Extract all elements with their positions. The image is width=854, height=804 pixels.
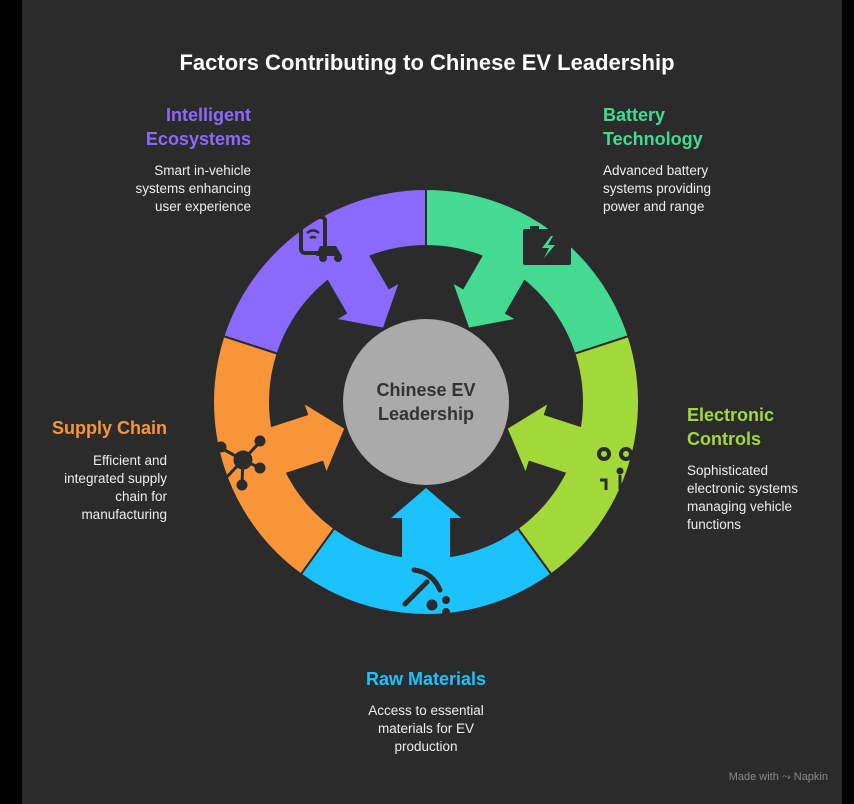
network-icon <box>215 435 266 491</box>
phone-car-icon <box>299 215 342 262</box>
pickaxe-icon <box>402 567 450 616</box>
factor-title-raw-materials: Raw Materials <box>365 669 487 689</box>
arrow-battery-technology <box>453 251 527 328</box>
napkin-watermark: Made with ⤳ Napkin <box>728 771 828 783</box>
gears-circuit-icon <box>597 447 640 490</box>
center-label: Chinese EV Leadership <box>343 378 509 426</box>
arrow-intelligent-ecosystems <box>325 251 399 328</box>
factor-title-supply-chain: Supply Chain <box>51 418 167 438</box>
center-label-line1: Chinese EV <box>376 380 476 400</box>
arrow-electronic-controls <box>507 404 586 475</box>
center-label-line2: Leadership <box>377 404 475 424</box>
arrow-supply-chain <box>266 404 345 475</box>
arrow-raw-materials <box>391 488 461 562</box>
center-circle <box>343 319 509 485</box>
diagram-title: Factors Contributing to Chinese EV Leade… <box>179 50 675 75</box>
battery-icon <box>523 226 571 265</box>
